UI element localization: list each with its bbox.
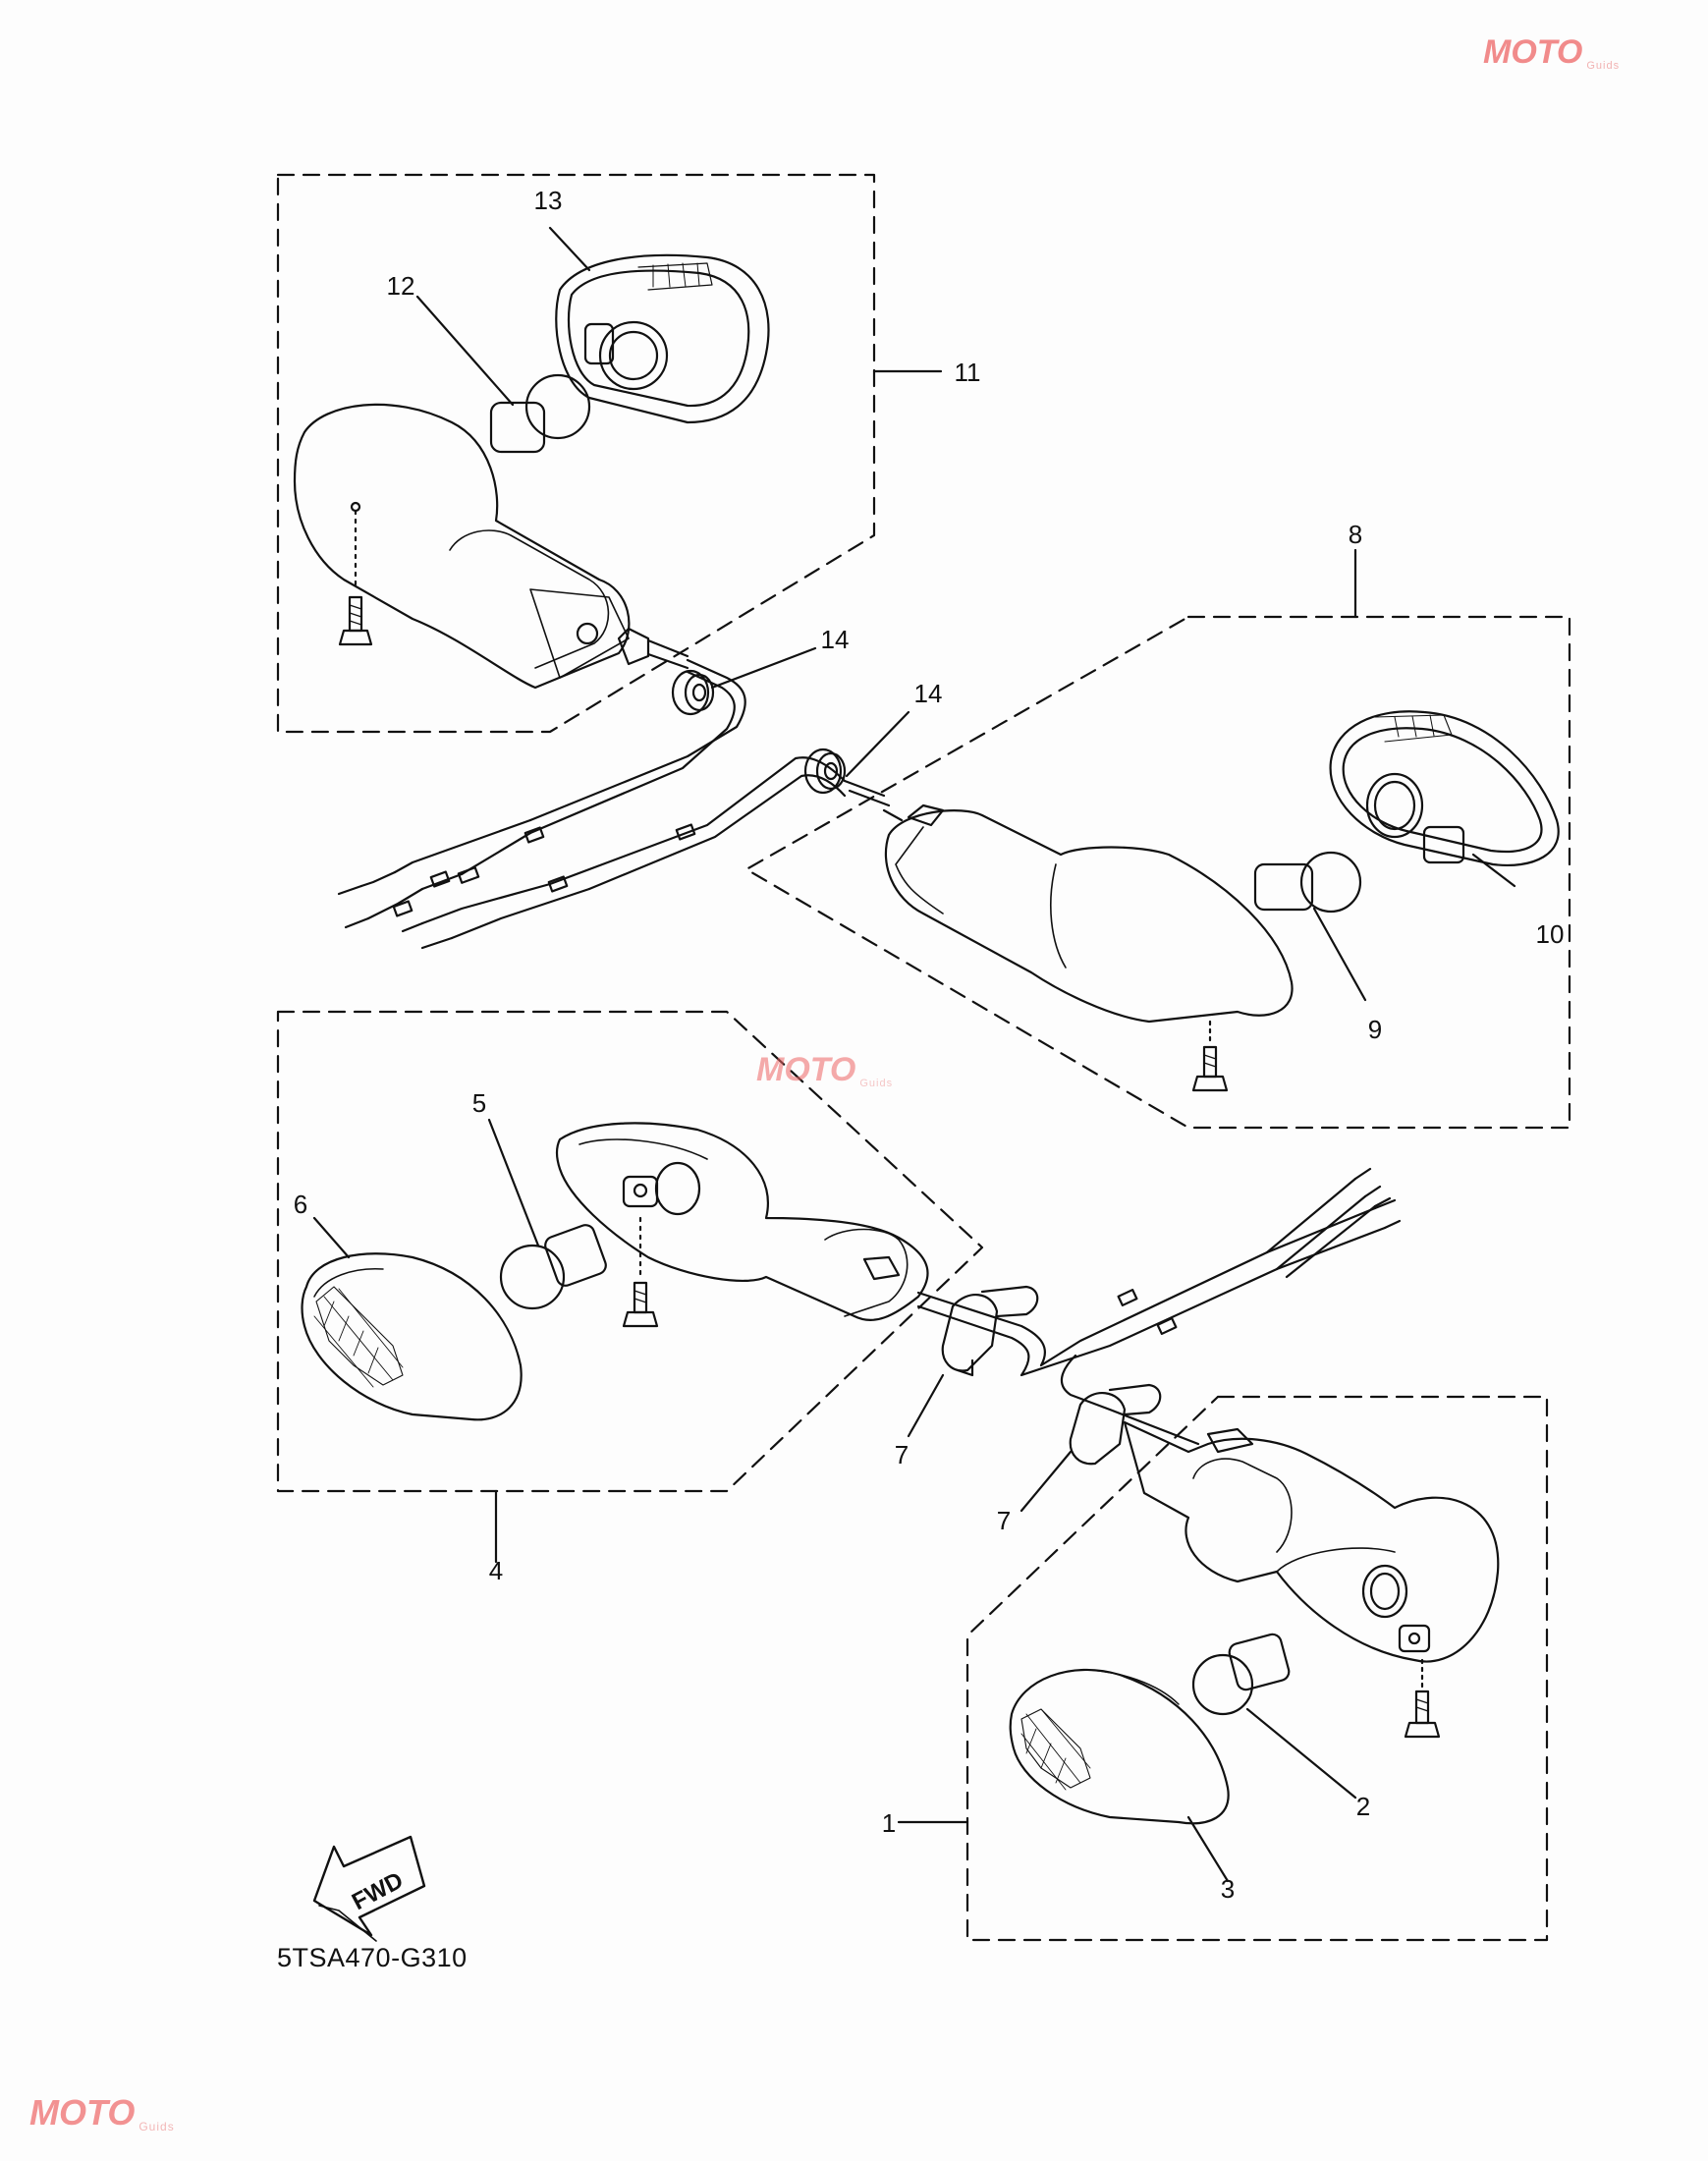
forward-arrow-icon — [312, 1835, 426, 1942]
watermark-sub: Guids — [138, 2120, 175, 2133]
bulb-2 — [1191, 1633, 1291, 1716]
bulb-9 — [1253, 851, 1362, 914]
callout-11: 11 — [955, 358, 981, 387]
grommet-14-lower — [803, 748, 847, 795]
wire-harness-lower — [916, 1167, 1402, 1446]
grommet-7-left — [941, 1285, 1039, 1377]
callout-12: 12 — [387, 271, 415, 301]
bulb-12 — [489, 373, 591, 454]
watermark-sub: Guids — [1586, 60, 1621, 72]
callout-8: 8 — [1349, 520, 1362, 549]
bulb-5 — [499, 1224, 607, 1310]
callout-14-lower: 14 — [914, 679, 943, 708]
callout-5: 5 — [472, 1088, 486, 1118]
callout-3: 3 — [1221, 1874, 1235, 1904]
grommet-7-right — [1069, 1383, 1162, 1466]
callout-7-left: 7 — [895, 1440, 909, 1469]
housing-11 — [293, 403, 689, 690]
callout-10: 10 — [1536, 919, 1565, 949]
screw-group-11 — [338, 501, 373, 646]
watermark-main: MOTO — [756, 1051, 856, 1088]
wire-harness-upper — [337, 658, 746, 929]
callout-4: 4 — [489, 1556, 503, 1585]
lens-10 — [1329, 710, 1560, 866]
wire-harness-middle — [401, 756, 847, 950]
lens-3 — [1009, 1668, 1230, 1825]
callout-6: 6 — [294, 1190, 307, 1219]
screw-group-4 — [622, 1216, 659, 1328]
assembly-11-boundary — [276, 173, 876, 734]
watermark-main: MOTO — [1483, 33, 1583, 71]
watermark-sub: Guids — [859, 1078, 894, 1089]
callout-2: 2 — [1356, 1792, 1370, 1821]
watermark-main: MOTO — [29, 2092, 136, 2133]
callout-9: 9 — [1368, 1015, 1382, 1044]
callout-7-right: 7 — [997, 1506, 1011, 1535]
grommet-14-upper — [671, 669, 715, 716]
housing-4 — [555, 1122, 929, 1321]
callout-1: 1 — [882, 1808, 896, 1838]
assembly-8-boundary — [744, 615, 1571, 1130]
watermark-logo-bottom: MOTO Guids — [29, 2092, 175, 2133]
watermark-logo-top: MOTO Guids — [1483, 33, 1620, 72]
lens-6 — [301, 1252, 523, 1421]
screw-group-8 — [1191, 1020, 1229, 1092]
housing-8 — [843, 779, 1294, 1024]
callout-13: 13 — [534, 186, 563, 215]
callout-14-upper: 14 — [821, 625, 850, 654]
screw-group-1 — [1404, 1658, 1441, 1739]
drawing-code: 5TSA470-G310 — [277, 1943, 468, 1972]
assembly-1-boundary — [965, 1395, 1549, 1942]
watermark-logo-middle: MOTO Guids — [756, 1051, 893, 1089]
housing-1 — [1123, 1420, 1500, 1663]
assembly-4-boundary — [276, 1010, 984, 1493]
